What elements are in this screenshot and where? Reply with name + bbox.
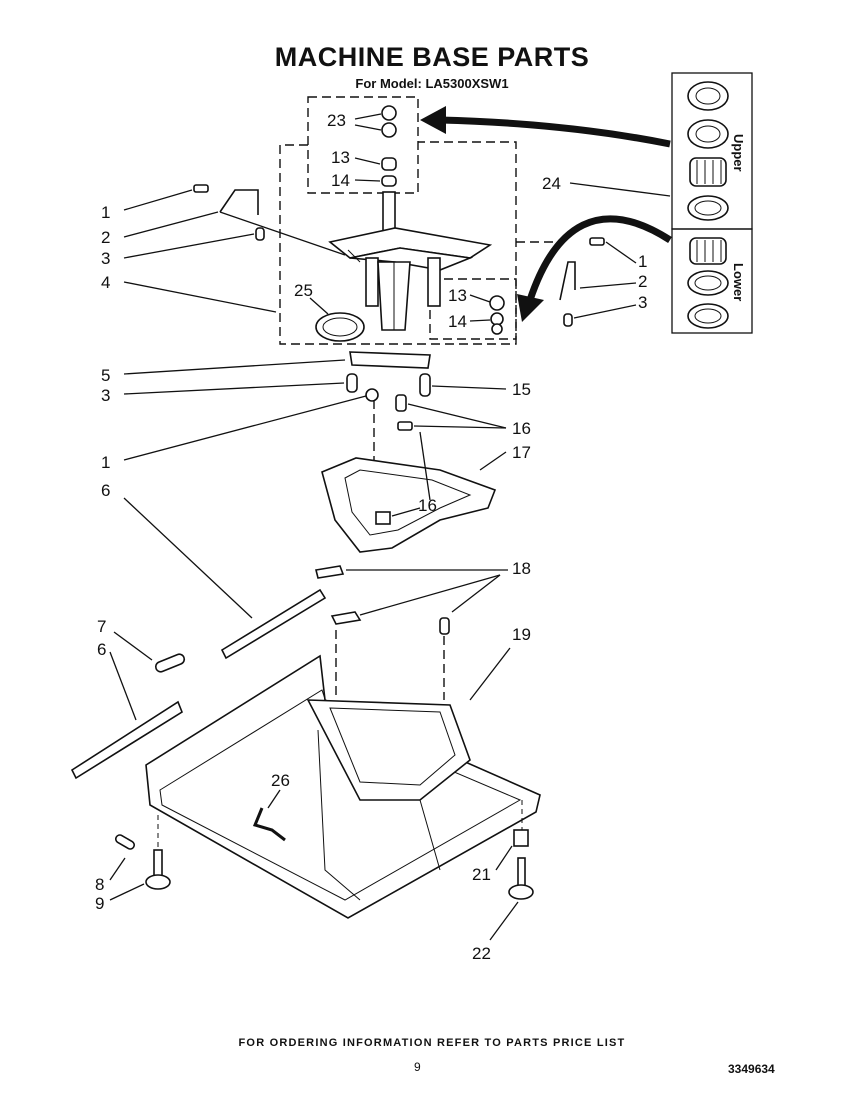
callout-1-mid-left: 1 [101,453,110,472]
rear-leg [508,800,534,900]
callout-2-top-left: 2 [101,228,110,247]
callout-3-top-left: 3 [101,249,110,268]
callout-22: 22 [472,944,491,963]
left-bracket-set [193,184,265,241]
part-26 [252,807,286,842]
part-18-clips [315,565,450,635]
seal-25 [315,312,365,342]
callout-23: 23 [327,111,346,130]
lower-bearings [687,237,729,329]
upper-bearing-arrow [439,116,671,148]
right-bracket-set [559,237,605,327]
callout-8: 8 [95,875,104,894]
machine-base-frame [145,654,541,919]
ordering-note: FOR ORDERING INFORMATION REFER TO PARTS … [238,1037,626,1049]
callout-14-upper: 14 [331,171,350,190]
part-7 [154,653,186,673]
upper-label: Upper [731,134,746,172]
callout-3-mid-left: 3 [101,386,110,405]
callout-19: 19 [512,625,531,644]
mid-parts [346,351,431,431]
callout-17: 17 [512,443,531,462]
part-17-frame [321,457,497,553]
callout-4: 4 [101,273,110,292]
side-bearing-box [429,278,517,340]
lower-bearing-box [671,228,753,334]
front-leg [115,815,171,890]
callout-16-upper: 16 [512,419,531,438]
page-title: MACHINE BASE PARTS [274,42,590,72]
callout-3-right: 3 [638,293,647,312]
callout-15: 15 [512,380,531,399]
callout-7: 7 [97,617,106,636]
leader-lines [109,113,671,941]
callout-24: 24 [542,174,561,193]
model-subtitle: For Model: LA5300XSW1 [355,76,509,91]
callout-18: 18 [512,559,531,578]
callout-16-lower: 16 [418,496,437,515]
callout-9: 9 [95,894,104,913]
callout-25: 25 [294,281,313,300]
callout-14-side: 14 [448,312,467,331]
callout-6-upper: 6 [101,481,110,500]
callout-5: 5 [101,366,110,385]
transmission-assembly [328,191,493,331]
callout-26: 26 [271,771,290,790]
document-number: 3349634 [728,1062,775,1076]
lower-bearing-arrow [526,215,672,302]
lower-bearing-arrowhead [517,294,544,322]
callout-6-lower: 6 [97,640,106,659]
callout-1-top-left: 1 [101,203,110,222]
transmission-group-box [279,141,517,345]
lower-label: Lower [731,263,746,301]
callout-13-side: 13 [448,286,467,305]
nut-stack [381,105,397,187]
upper-bearings [687,81,729,221]
part-6-upper-rail [220,588,327,660]
seal-25-inner [322,317,358,337]
callout-1-right: 1 [638,252,647,271]
side-bearing-parts [489,295,505,335]
callout-2-right: 2 [638,272,647,291]
page-number: 9 [414,1060,421,1074]
upper-bearing-arrowhead [420,106,446,134]
callout-13-upper: 13 [331,148,350,167]
part-6-lower-rail [70,700,183,780]
callout-21: 21 [472,865,491,884]
nut-group-box [307,96,419,194]
